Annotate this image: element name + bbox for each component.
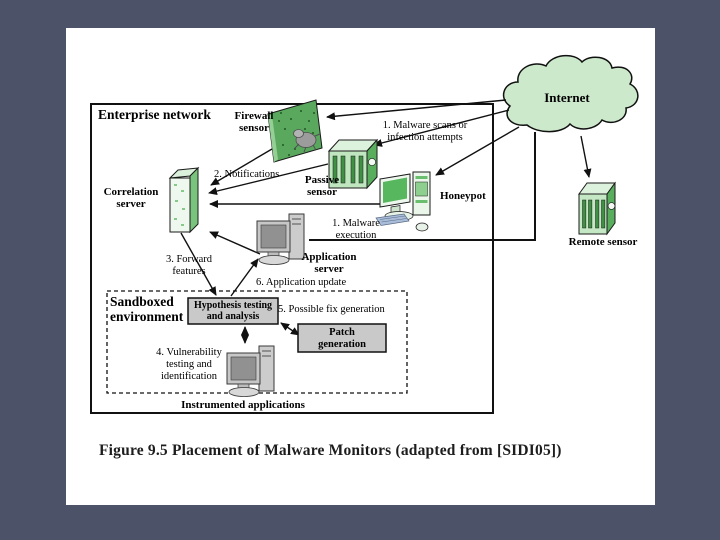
- diagram-canvas: [90, 54, 639, 414]
- sandboxed-environment-box: [106, 290, 408, 394]
- figure-caption: Figure 9.5 Placement of Malware Monitors…: [99, 442, 562, 459]
- internet-cloud-icon: [502, 54, 639, 133]
- firewall-board-icon: [267, 99, 323, 163]
- application-update-label: 6. Application update: [256, 277, 347, 288]
- passive-sensor-box-icon: [327, 138, 379, 190]
- slide: Enterprise network Internet Firewall sen…: [66, 28, 655, 505]
- bug-icon: [293, 129, 321, 153]
- application-server-label: Application server: [301, 251, 357, 276]
- arrow-correlation-to-hypothesis: [180, 232, 217, 296]
- arrow-internet-to-passive-sensor: [373, 109, 510, 147]
- correlation-server-tower-icon: [168, 166, 200, 234]
- patch-generation-label: Patch generation: [318, 327, 366, 350]
- arrow-internet-to-remote-sensor: [580, 135, 592, 178]
- vulnerability-testing-label: 4. Vulnerability testing and identificat…: [156, 347, 222, 382]
- sandboxed-environment-label: Sandboxed environment: [110, 294, 184, 325]
- line-malware-execution: [309, 132, 536, 241]
- patch-generation-box: [297, 323, 387, 353]
- enterprise-network-box: [90, 103, 494, 414]
- honeypot-label: Honeypot: [440, 190, 486, 202]
- honeypot-computer-icon: [375, 171, 431, 232]
- possible-fix-label: 5. Possible fix generation: [278, 304, 385, 315]
- hypothesis-testing-box: [187, 297, 279, 325]
- arrow-internet-to-firewall: [326, 99, 507, 121]
- enterprise-network-label: Enterprise network: [98, 107, 211, 122]
- remote-sensor-box-icon: [578, 181, 616, 236]
- arrow-firewall-to-correlation: [210, 148, 273, 186]
- correlation-server-label: Correlation server: [103, 186, 159, 211]
- arrow-internet-to-honeypot: [435, 126, 520, 176]
- internet-label: Internet: [544, 90, 590, 105]
- arrow-appserver-to-correlation: [209, 231, 261, 255]
- notifications-label: 2. Notifications: [214, 169, 280, 180]
- hypothesis-testing-label: Hypothesis testing and analysis: [193, 300, 273, 323]
- application-server-computer-icon: [256, 213, 305, 265]
- arrows: [180, 99, 592, 344]
- instrumented-applications-label: Instrumented applications: [181, 399, 305, 411]
- remote-sensor-label: Remote sensor: [568, 236, 638, 248]
- arrow-passive-to-correlation: [208, 163, 329, 195]
- firewall-sensor-label: Firewall sensor: [234, 110, 274, 135]
- malware-execution-label: 1. Malware execution: [332, 218, 380, 241]
- malware-scans-label: 1. Malware scans or infection attempts: [382, 120, 468, 143]
- instrumented-computer-icon: [226, 345, 275, 397]
- arrow-hypothesis-to-appserver: [230, 258, 259, 297]
- passive-sensor-label: Passive sensor: [304, 174, 340, 199]
- forward-features-label: 3. Forward features: [165, 254, 213, 277]
- arrow-hypothesis-patch: [280, 322, 300, 336]
